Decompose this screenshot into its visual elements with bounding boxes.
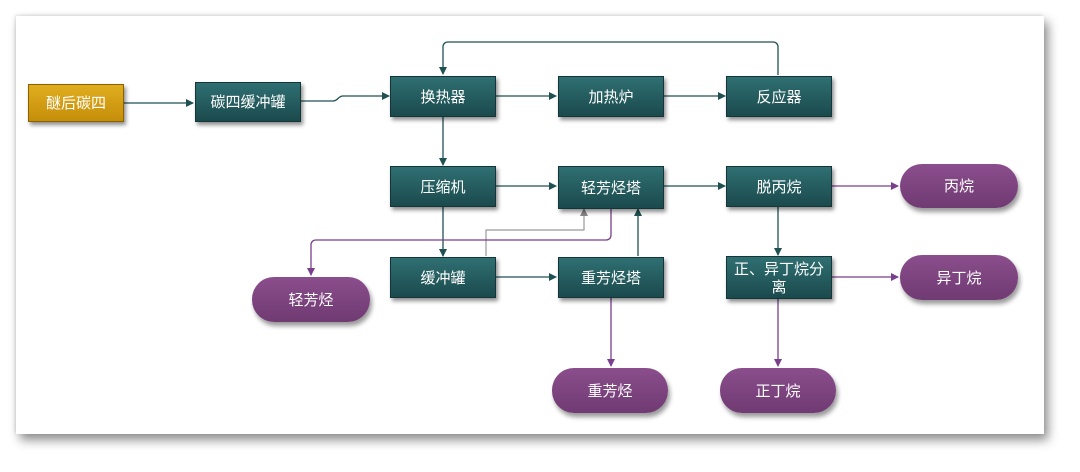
- arrow-reactor-recycle: [439, 41, 779, 75]
- surge-tank-node: 缓冲罐: [390, 257, 496, 298]
- isobutane-product: 异丁烷: [900, 255, 1018, 300]
- compressor-node: 压缩机: [390, 166, 496, 207]
- source-node: 醚后碳四: [28, 84, 124, 122]
- heavy-aromatics-tower-node: 重芳烃塔: [558, 257, 664, 298]
- diagram-canvas: [16, 16, 1044, 434]
- heating-furnace-node: 加热炉: [558, 76, 664, 117]
- buffer-tank-node: 碳四缓冲罐: [195, 82, 301, 122]
- n-butane-product: 正丁烷: [720, 368, 836, 413]
- light-aromatics-tower-node: 轻芳烃塔: [558, 166, 664, 209]
- arrow-surge-to-light-tower-gray: [485, 208, 588, 256]
- arrow-light-aromatics-out: [307, 209, 612, 276]
- heavy-aromatics-product: 重芳烃: [552, 368, 668, 413]
- butane-separation-node: 正、异丁烷分离: [726, 256, 832, 299]
- depropanizer-node: 脱丙烷: [726, 166, 832, 207]
- arrow-buffer-to-exchanger: [301, 92, 390, 102]
- propane-product: 丙烷: [900, 164, 1018, 208]
- heat-exchanger-node: 换热器: [390, 76, 496, 117]
- reactor-node: 反应器: [726, 76, 832, 117]
- light-aromatics-product: 轻芳烃: [252, 277, 370, 322]
